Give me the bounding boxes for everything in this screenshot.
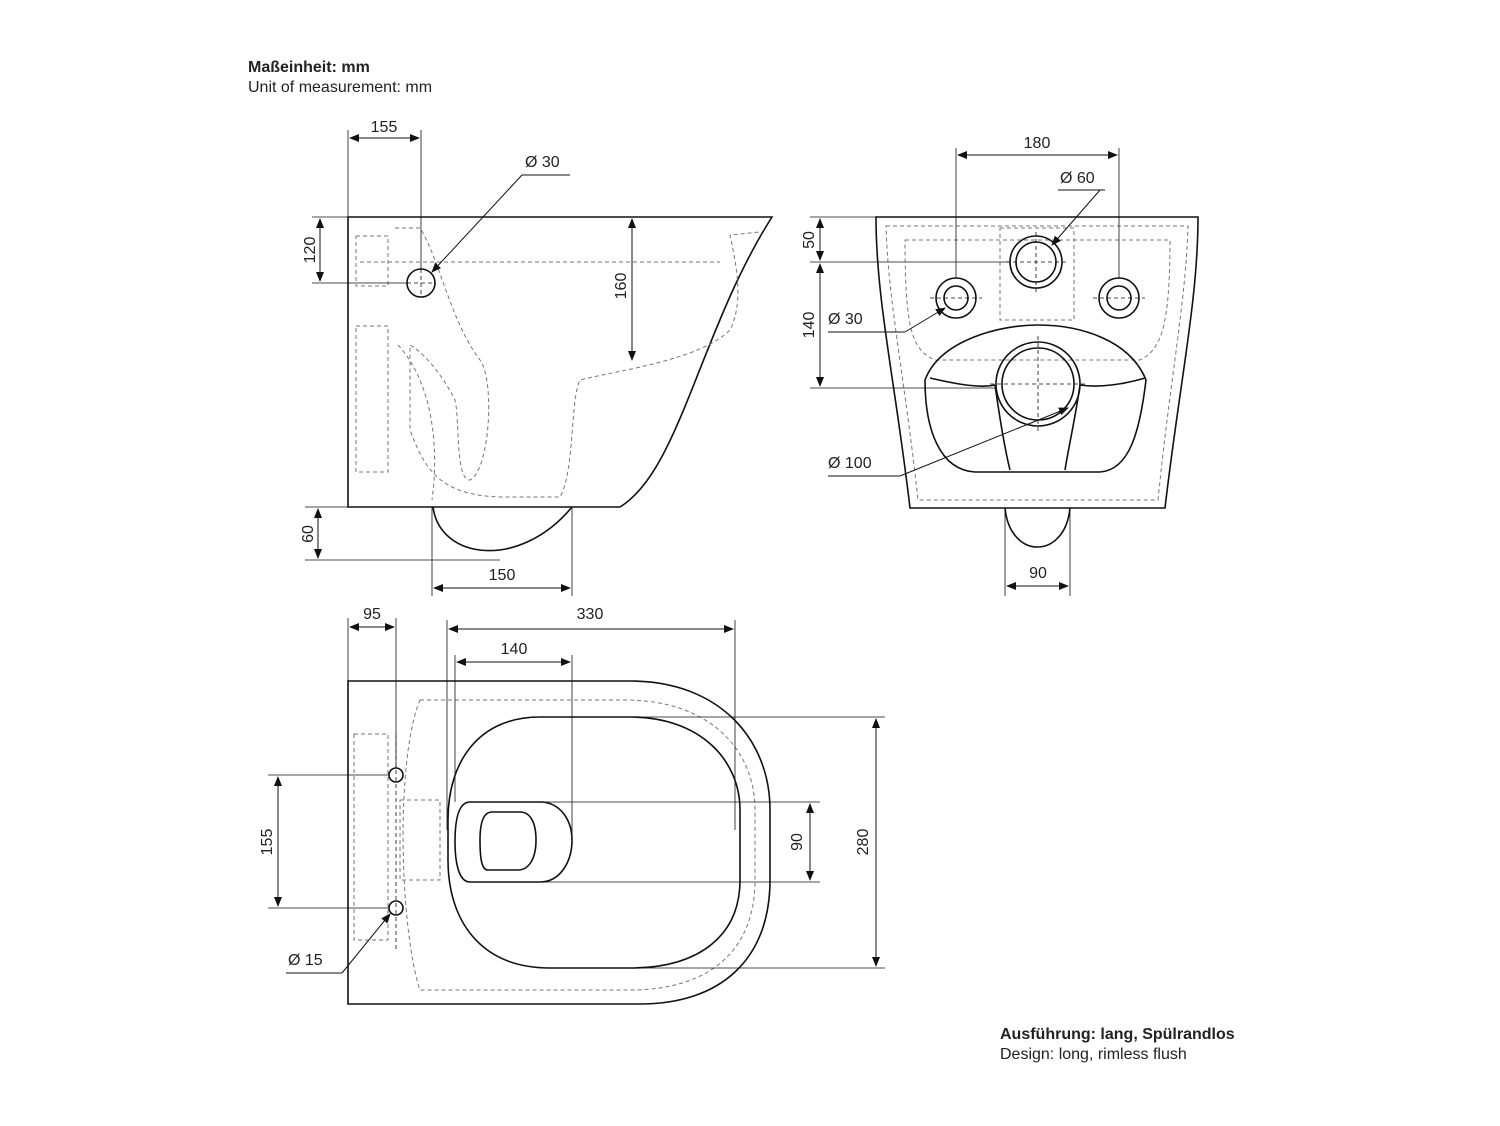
side-dim-d30: Ø 30: [525, 154, 560, 171]
back-view-inner-bowl: [929, 377, 1146, 471]
back-view-outlet-pipe: [995, 341, 1081, 427]
top-dim-330: 330: [577, 606, 604, 623]
back-view-hidden-duct: [999, 227, 1075, 321]
top-view-hidden-outlet: [399, 799, 441, 881]
side-view: 155 Ø 30 120 160 60 150: [300, 119, 774, 596]
back-dim-d60: Ø 60: [1060, 170, 1095, 187]
side-dim-120: 120: [302, 237, 319, 264]
unit-title-en: Unit of measurement: mm: [248, 79, 433, 96]
back-dim-50: 50: [801, 231, 818, 249]
top-dim-d15: Ø 15: [288, 952, 323, 969]
top-view: 95 330 140 155 Ø 15 90 280: [259, 606, 885, 1005]
back-dim-90: 90: [1029, 565, 1047, 582]
back-view-hidden-basin: [904, 239, 1171, 361]
back-view-right-bolt: [1098, 277, 1140, 319]
top-dim-95: 95: [363, 606, 381, 623]
side-dim-155: 155: [371, 119, 398, 136]
back-dim-d30: Ø 30: [828, 311, 863, 328]
side-view-hidden-wall: [355, 325, 389, 473]
back-view-outlet-foot: [1004, 507, 1071, 548]
back-dim-d100: Ø 100: [828, 455, 872, 472]
top-dim-140: 140: [501, 641, 528, 658]
side-view-outlet-foot: [432, 506, 573, 552]
unit-title-de: Maßeinheit: mm: [248, 59, 370, 76]
design-title-en: Design: long, rimless flush: [1000, 1046, 1187, 1063]
side-view-outline: [347, 216, 774, 508]
side-dim-60: 60: [300, 525, 317, 543]
design-note: Ausführung: lang, Spülrandlos Design: lo…: [1000, 1025, 1235, 1065]
top-view-hidden-rim: [402, 699, 756, 991]
back-dim-180: 180: [1024, 135, 1051, 152]
side-view-hidden-bowl: [395, 227, 761, 498]
side-dim-160: 160: [613, 273, 630, 300]
design-title-de: Ausführung: lang, Spülrandlos: [1000, 1026, 1235, 1043]
unit-heading: Maßeinheit: mm Unit of measurement: mm: [248, 58, 432, 98]
top-dim-280: 280: [855, 829, 872, 856]
side-view-hidden-trap: [397, 344, 436, 501]
back-view-hidden-inner: [885, 225, 1189, 501]
back-view-outline: [875, 216, 1199, 509]
top-view-bowl-opening: [447, 716, 741, 969]
back-view-left-bolt: [935, 277, 977, 319]
back-dim-140: 140: [801, 312, 818, 339]
top-view-hidden-wall: [353, 733, 389, 941]
side-dim-150: 150: [489, 567, 516, 584]
top-view-outline: [347, 680, 771, 1005]
top-view-waterhole-inner: [479, 811, 537, 871]
top-dim-155: 155: [259, 829, 276, 856]
back-view: 180 Ø 60 50 140 Ø 30 Ø 100 90: [801, 135, 1199, 596]
back-view-bowl-opening: [924, 324, 1147, 473]
side-view-hidden-inlet: [355, 235, 389, 287]
top-dim-90: 90: [789, 833, 806, 851]
